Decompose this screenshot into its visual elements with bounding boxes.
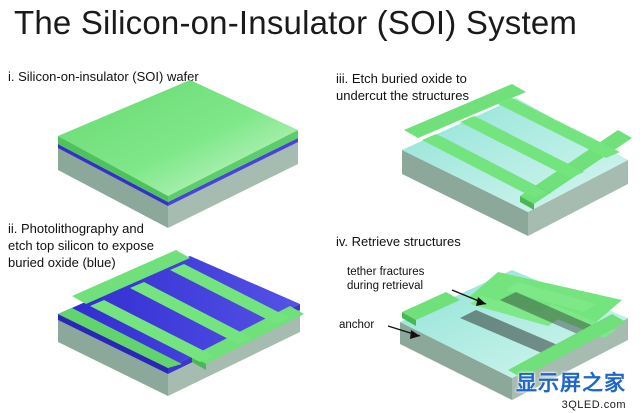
structure-shadow bbox=[460, 310, 560, 354]
silicon-bar bbox=[72, 250, 190, 304]
substrate-left-face bbox=[400, 322, 512, 400]
lifted-rung bbox=[506, 282, 596, 312]
substrate-left-face bbox=[402, 150, 528, 236]
anchor-bar bbox=[402, 292, 460, 320]
step-2-patterned bbox=[58, 250, 304, 396]
step-4-retrieve bbox=[387, 270, 628, 400]
watermark-url: 3QLED.com bbox=[561, 399, 626, 411]
step-4-caption: iv. Retrieve structures bbox=[336, 233, 461, 250]
caption-line: iii. Etch buried oxide to bbox=[336, 71, 467, 86]
substrate-left-face bbox=[58, 320, 168, 396]
silicon-bar bbox=[404, 84, 526, 138]
anchor-arrow-head bbox=[410, 330, 420, 339]
oxide-left-face bbox=[58, 314, 168, 374]
oxide-left-face bbox=[58, 144, 168, 206]
silicon-rung bbox=[460, 116, 584, 178]
step-1-wafer bbox=[58, 80, 298, 228]
caption-line: i. Silicon-on-insulator (SOI) wafer bbox=[8, 69, 199, 84]
structure-shadow bbox=[500, 292, 598, 336]
silicon-rung-edge bbox=[58, 308, 182, 368]
rung-shadow bbox=[436, 134, 556, 196]
annotation-line: tether fractures bbox=[347, 266, 425, 278]
substrate-right-face bbox=[168, 140, 298, 228]
silicon-rung bbox=[130, 282, 252, 344]
top-silicon-right-edge bbox=[168, 130, 298, 202]
anchor-bar-edge bbox=[402, 312, 416, 326]
caption-line: undercut the structures bbox=[336, 88, 469, 103]
step-2-caption: ii. Photolithography and etch top silico… bbox=[8, 220, 154, 271]
caption-line: iv. Retrieve structures bbox=[336, 234, 461, 249]
oxide-right-face bbox=[168, 138, 298, 206]
silicon-rung bbox=[170, 264, 290, 324]
step-3-caption: iii. Etch buried oxide to undercut the s… bbox=[336, 70, 469, 104]
silicon-bar bbox=[508, 314, 626, 378]
page-title: The Silicon-on-Insulator (SOI) System bbox=[14, 4, 578, 41]
step-3-undercut bbox=[402, 84, 632, 236]
annotation-line: during retrieval bbox=[347, 280, 424, 292]
silicon-rung bbox=[422, 134, 548, 198]
substrate-left-face bbox=[58, 146, 168, 228]
watermark-logo: 显示屏之家 bbox=[516, 372, 626, 395]
lifted-rung bbox=[470, 296, 560, 326]
step-1-caption: i. Silicon-on-insulator (SOI) wafer bbox=[8, 68, 199, 85]
tether-annotation: tether fractures during retrieval bbox=[347, 265, 424, 293]
silicon-rung bbox=[498, 98, 620, 158]
silicon-bar-edge bbox=[520, 196, 534, 210]
caption-line: buried oxide (blue) bbox=[8, 255, 116, 270]
top-silicon-surface bbox=[58, 80, 298, 196]
silicon-rung bbox=[90, 300, 214, 362]
top-silicon-left-edge bbox=[58, 136, 168, 202]
substrate-right-face bbox=[528, 160, 628, 236]
anchor-annotation: anchor bbox=[339, 319, 375, 331]
rung-shadow bbox=[474, 116, 592, 176]
tether-arrow-head bbox=[476, 297, 486, 306]
substrate-right-face bbox=[512, 318, 628, 400]
undercut-cavity bbox=[402, 98, 628, 212]
caption-line: etch top silicon to expose bbox=[8, 238, 154, 253]
caption-line: ii. Photolithography and bbox=[8, 221, 144, 236]
